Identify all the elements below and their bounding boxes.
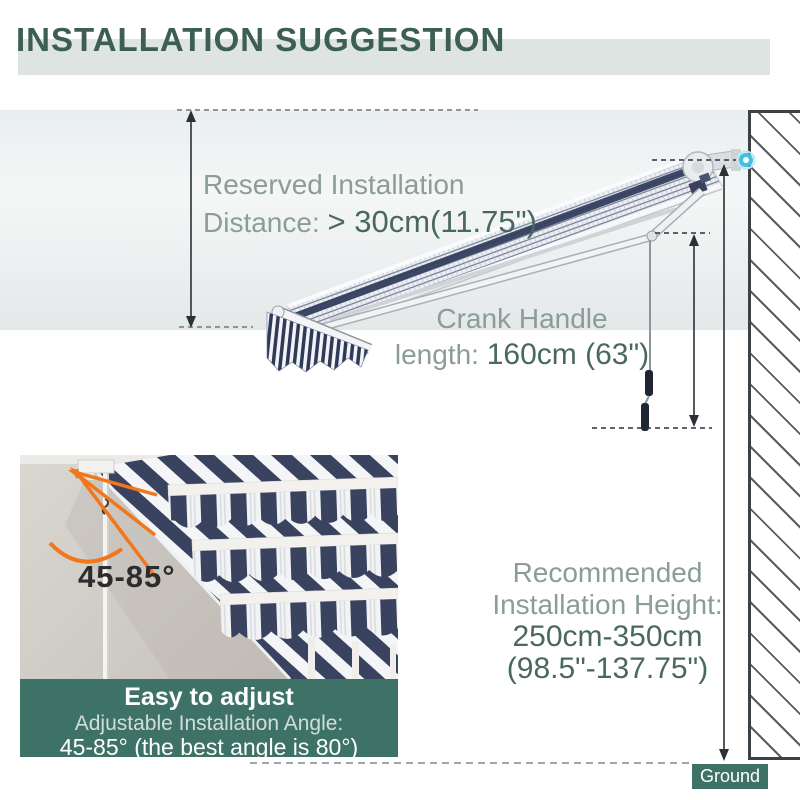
caption-line2: 45-85° (the best angle is 80°) (59, 734, 359, 760)
angle-arc (48, 541, 124, 564)
caption-line1: Adjustable Installation Angle: (74, 712, 344, 735)
valance-row (191, 532, 398, 583)
angle-value-label: 45-85° (78, 559, 176, 594)
ground-badge: Ground (692, 764, 769, 789)
crank-handle (641, 240, 653, 431)
hook-icon (101, 498, 109, 515)
install-height-measure (719, 164, 729, 761)
valance-fringe (266, 311, 369, 373)
page-title: INSTALLATION SUGGESTION (16, 21, 506, 58)
wall-hatch (748, 110, 800, 760)
crank-length-measure (592, 232, 712, 429)
install-height-label: Recommended Installation Height: 250cm-3… (492, 557, 723, 685)
angle-inset: 45-85° Easy to adjust Adjustable Install… (20, 455, 398, 760)
angle-inset-drawing (20, 455, 398, 679)
caption-title: Easy to adjust (124, 683, 294, 711)
angle-arrows (48, 467, 159, 581)
crank-handle-label: Crank Handle length: 160cm (63") (394, 303, 650, 371)
angle-inset-photo: 45-85° (20, 455, 398, 679)
mount-point-marker (652, 150, 756, 170)
title-highlight-bar (18, 39, 770, 75)
valance-row (167, 476, 398, 528)
reserved-distance-label: Reserved Installation Distance: > 30cm(1… (203, 169, 537, 239)
valance-row (219, 587, 398, 641)
reserved-distance-measure (177, 109, 478, 328)
angle-caption: Easy to adjust Adjustable Installation A… (20, 679, 398, 760)
